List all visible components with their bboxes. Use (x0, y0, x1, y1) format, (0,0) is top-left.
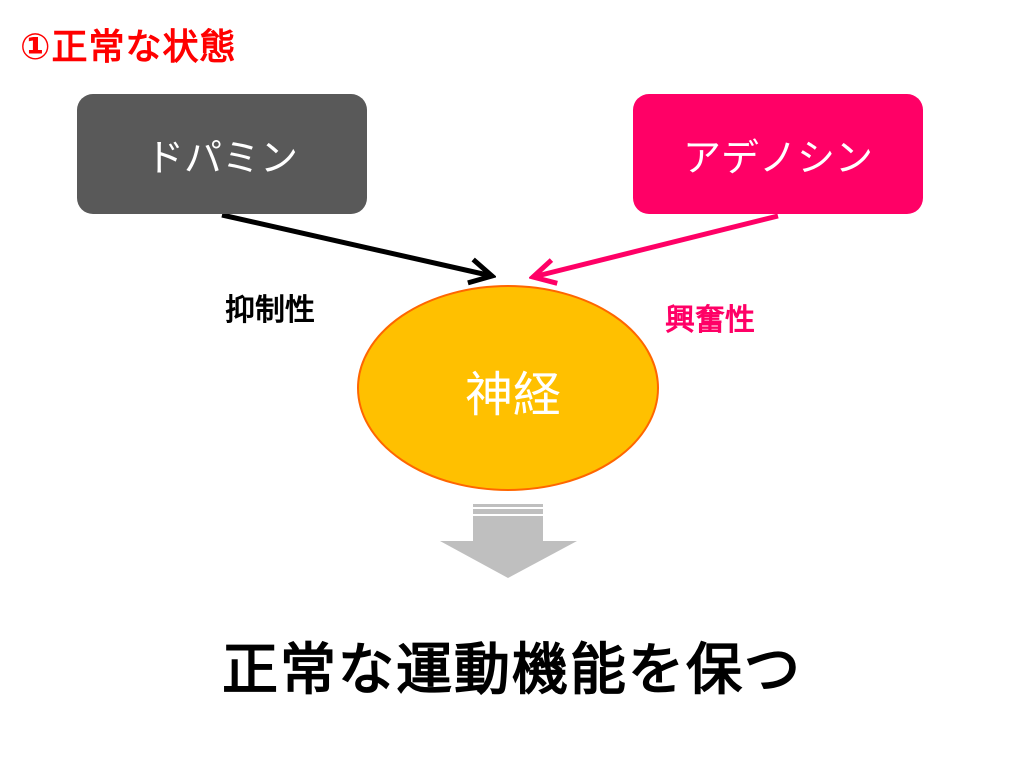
result-text: 正常な運動機能を保つ (222, 638, 802, 703)
adenosine-arrow (533, 213, 779, 277)
nerve-ellipse (357, 285, 659, 491)
inhibitory-label: 抑制性 (225, 293, 315, 328)
adenosine-box: アデノシン (633, 94, 923, 214)
excitatory-label: 興奮性 (665, 303, 755, 338)
slide-title: ①正常な状態 (20, 27, 237, 68)
down-arrow-icon (440, 504, 577, 578)
nerve-label: 神経 (464, 367, 561, 423)
dopamine-arrow (221, 212, 492, 276)
dopamine-box: ドパミン (77, 94, 367, 214)
